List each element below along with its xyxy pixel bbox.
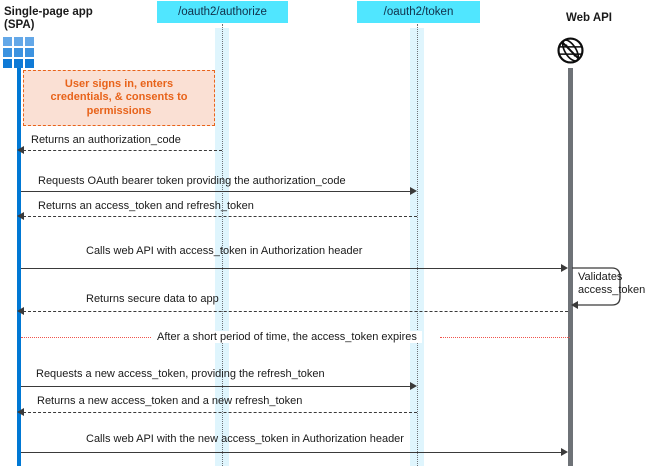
message-arrowhead-4	[561, 264, 568, 272]
app-grid-icon	[3, 37, 34, 68]
lifeline-token	[417, 24, 418, 466]
message-line-3	[23, 216, 417, 217]
message-label-5: Returns secure data to app	[86, 293, 219, 305]
message-label-1: Returns an authorization_code	[31, 134, 181, 146]
participant-box-authorize[interactable]: /oauth2/authorize	[157, 1, 288, 23]
message-label-3: Returns an access_token and refresh_toke…	[38, 200, 254, 212]
message-line-1	[23, 150, 222, 151]
message-label-4: Calls web API with access_token in Autho…	[86, 245, 363, 257]
message-label-7: Returns a new access_token and a new ref…	[37, 395, 303, 407]
message-line-7	[23, 412, 417, 413]
divider-label: After a short period of time, the access…	[152, 331, 422, 343]
message-label-8: Calls web API with the new access_token …	[86, 433, 404, 445]
message-arrowhead-2	[410, 187, 417, 195]
message-line-5	[23, 311, 568, 312]
lifeline-authorize	[222, 24, 223, 466]
note-user-signin: User signs in, enters credentials, & con…	[23, 70, 215, 126]
globe-icon	[556, 36, 585, 70]
self-message-label-webapi: Validates access_token	[578, 271, 646, 296]
message-arrowhead-6	[410, 382, 417, 390]
message-arrowhead-7	[17, 408, 24, 416]
message-label-6: Requests a new access_token, providing t…	[36, 368, 325, 380]
lifeline-webapi	[568, 68, 573, 466]
self-message-loop-webapi	[571, 267, 621, 309]
participant-label-webapi: Web API	[565, 12, 612, 24]
message-arrowhead-3	[17, 212, 24, 220]
message-line-6	[21, 386, 411, 387]
message-arrowhead-5	[17, 307, 24, 315]
divider-line-left	[21, 337, 151, 338]
message-line-4	[21, 268, 562, 269]
participant-label-spa: Single-page app (SPA)	[4, 6, 93, 31]
message-arrowhead-8	[561, 448, 568, 456]
message-line-8	[21, 452, 562, 453]
message-arrowhead-1	[17, 146, 24, 154]
message-label-2: Requests OAuth bearer token providing th…	[38, 175, 346, 187]
lifeline-spa	[17, 68, 21, 466]
participant-box-token[interactable]: /oauth2/token	[357, 1, 480, 23]
message-line-2	[21, 191, 411, 192]
divider-line-right	[440, 337, 570, 338]
